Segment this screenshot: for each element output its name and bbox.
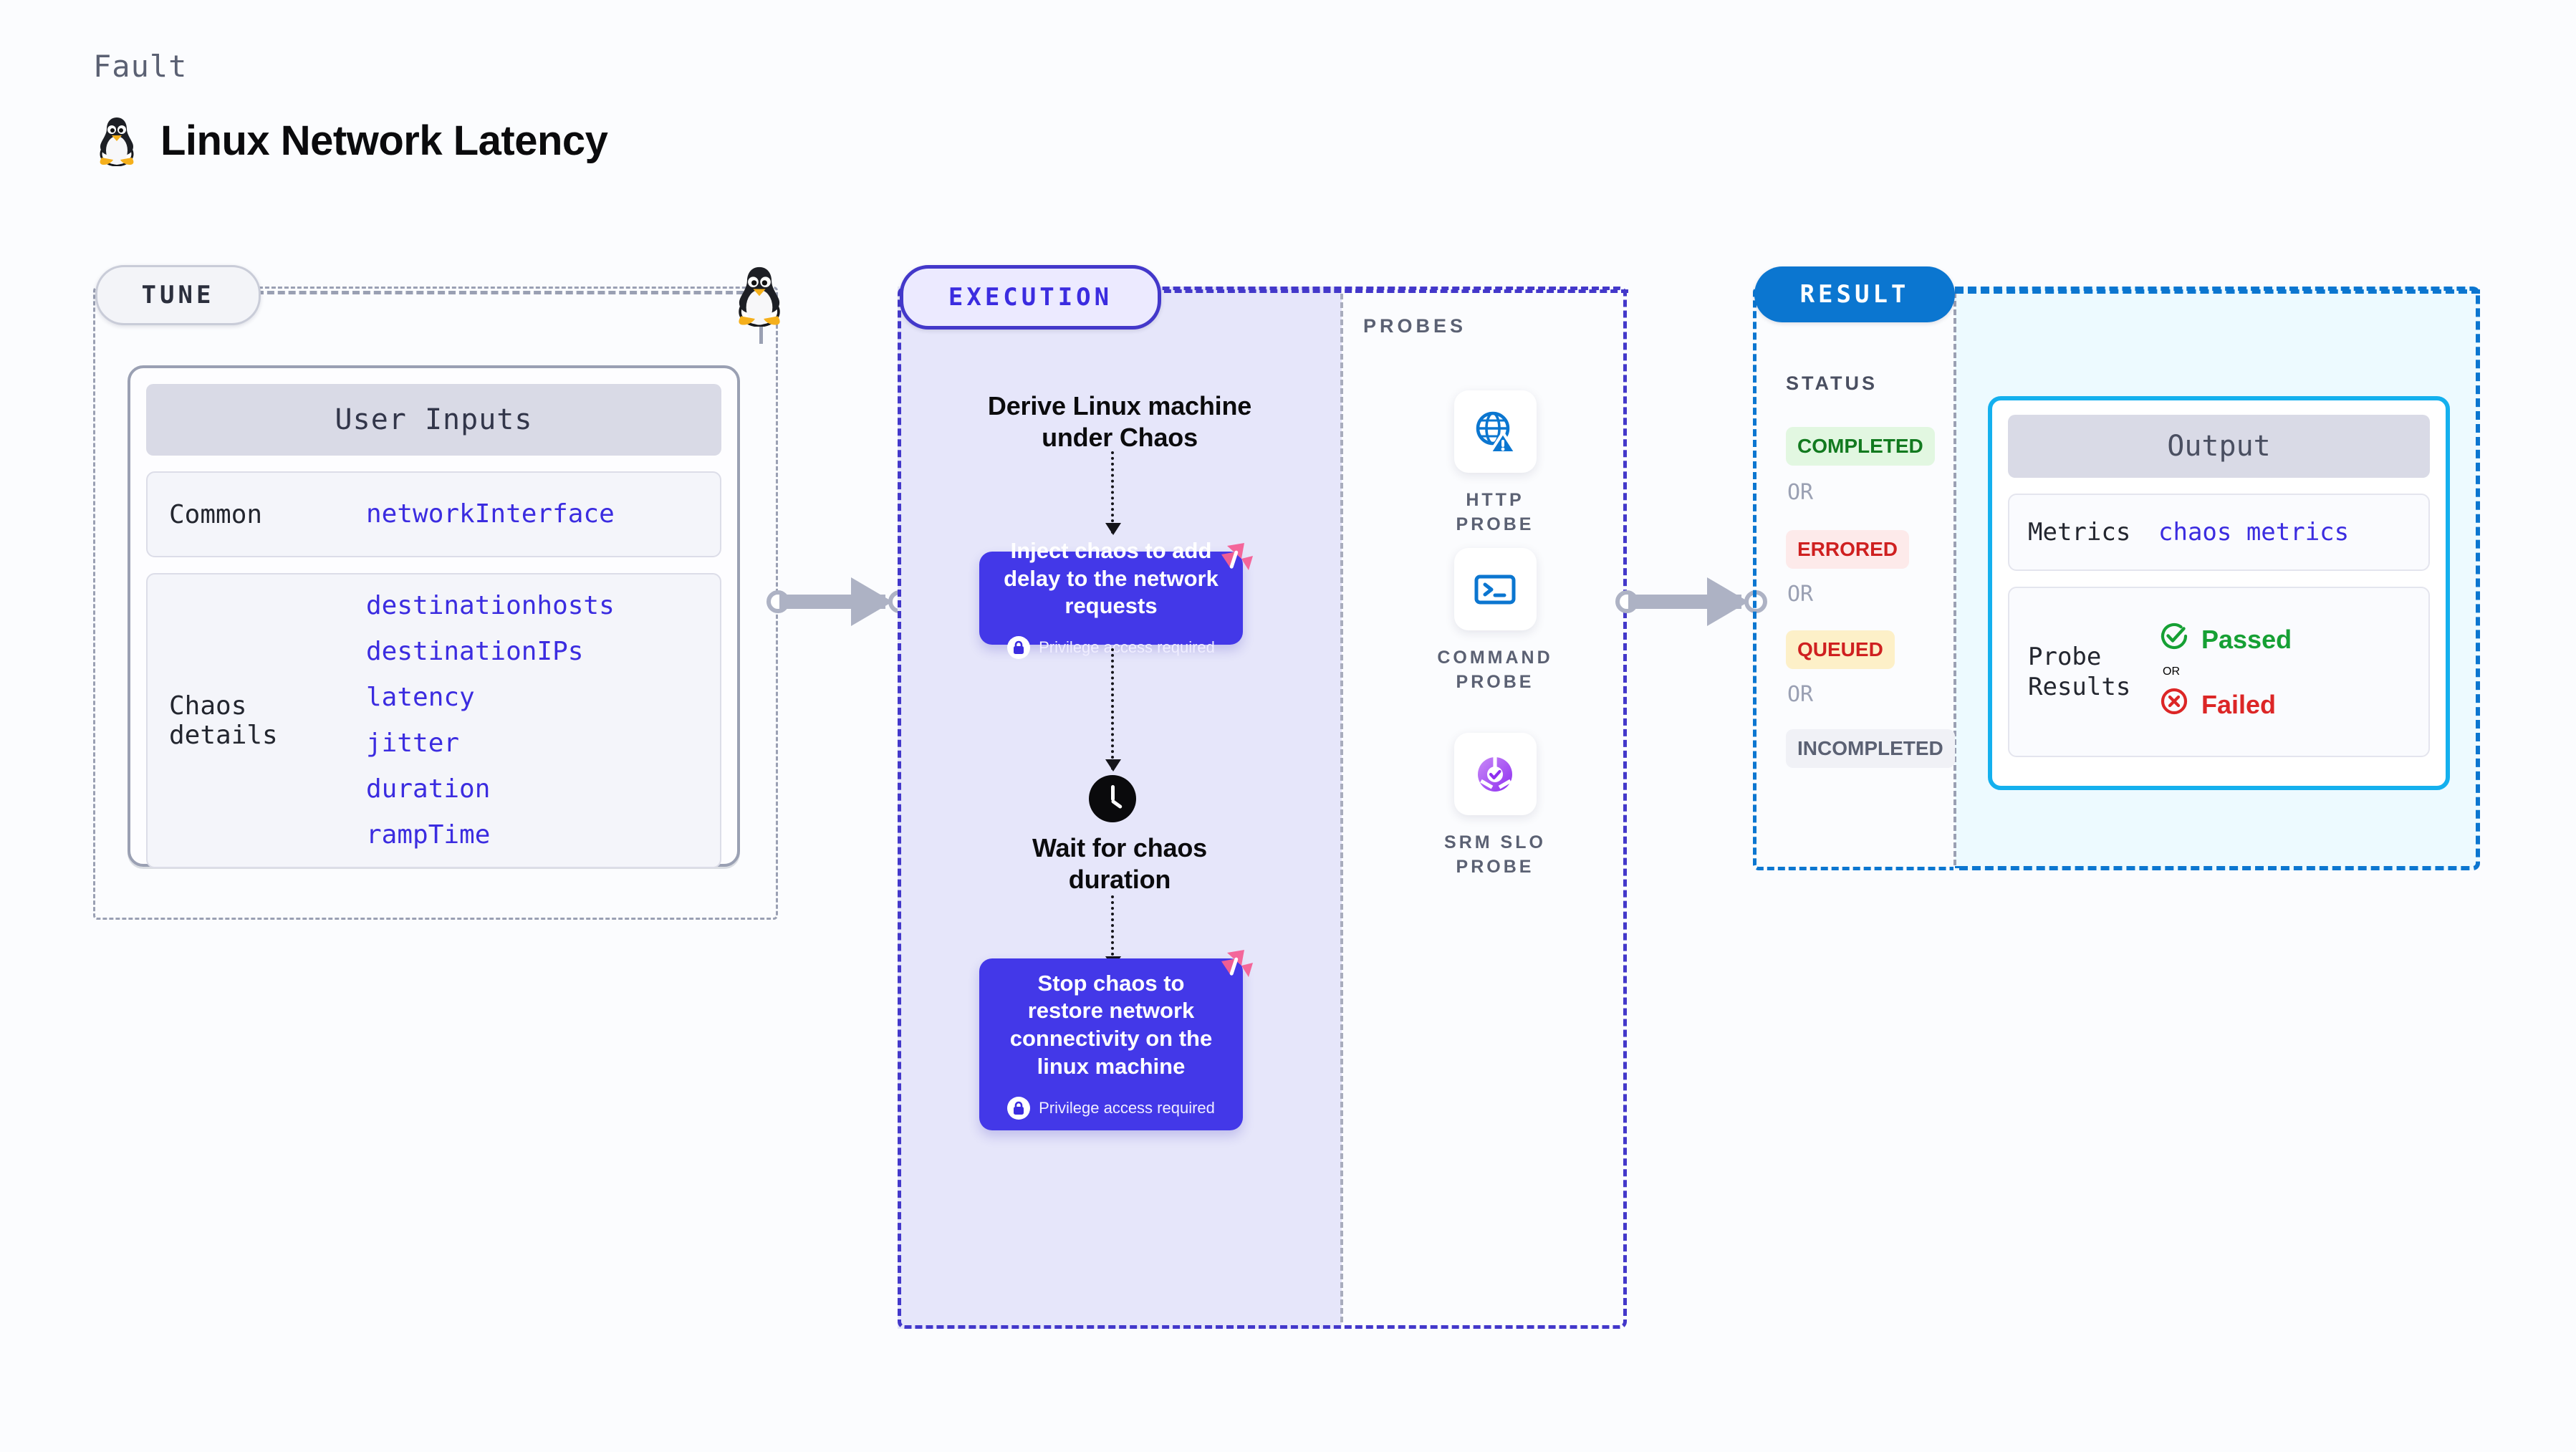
execution-probes-divider [1340, 294, 1343, 1322]
wait-for-chaos-title: Wait for chaos duration [1032, 833, 1207, 894]
output-row-metrics: Metrics chaos metrics [2008, 494, 2430, 571]
linux-penguin-icon [732, 264, 787, 330]
status-badge-completed: COMPLETED [1786, 427, 1935, 466]
output-card: Output Metrics chaos metrics Probe Resul… [1988, 396, 2450, 790]
status-badge-incompleted: INCOMPLETED [1786, 729, 1955, 768]
execution-arrow-2 [1105, 648, 1121, 771]
tune-badge[interactable]: TUNE [95, 265, 261, 325]
tune-param[interactable]: networkInterface [366, 499, 615, 529]
output-row-probe-results: Probe Results Passed OR [2008, 587, 2430, 757]
output-header: Output [2008, 415, 2430, 478]
output-row-key: Probe Results [2028, 642, 2131, 702]
srm-slo-donut-icon [1453, 733, 1537, 815]
status-badge-errored: ERRORED [1786, 530, 1910, 569]
probe-http[interactable]: HTTP PROBE [1438, 390, 1552, 537]
page-title-row: Linux Network Latency [95, 115, 608, 166]
stop-chaos-card[interactable]: Stop chaos to restore network connectivi… [979, 950, 1253, 1130]
tune-row-key: Chaos details [169, 691, 278, 750]
linux-penguin-icon [95, 115, 139, 166]
probe-label: COMMAND PROBE [1437, 648, 1553, 692]
status-or-3: OR [1787, 682, 1814, 707]
page-kicker: Fault [93, 49, 188, 84]
tune-row-key: Common [169, 499, 263, 529]
privilege-text: Privilege access required [1039, 638, 1215, 657]
tune-row-values: networkInterface [366, 501, 615, 527]
tune-row-common: Common networkInterface [146, 471, 721, 557]
status-label: STATUS [1786, 372, 1878, 394]
tune-param[interactable]: rampTime [366, 820, 491, 850]
execution-badge[interactable]: EXECUTION [900, 265, 1161, 330]
execution-step1-title: Derive Linux machine under Chaos [987, 391, 1252, 452]
connector-execution-to-result [1615, 573, 1767, 630]
connector-tune-to-execution [766, 573, 911, 630]
clock-icon [1089, 775, 1136, 822]
probes-label: PROBES [1363, 315, 1467, 337]
verdict-passed: Passed [2158, 620, 2292, 658]
stop-chaos-title: Stop chaos to restore network connectivi… [1009, 970, 1213, 1079]
execution-arrow-1 [1105, 451, 1121, 535]
globe-warning-icon [1453, 390, 1537, 473]
probe-label: SRM SLO PROBE [1444, 832, 1546, 877]
check-circle-icon [2158, 620, 2190, 658]
user-inputs-card: User Inputs Common networkInterface Chao… [128, 365, 740, 868]
tune-param[interactable]: destinationIPs [366, 637, 584, 666]
verdict-failed-label: Failed [2201, 689, 2277, 719]
privilege-text: Privilege access required [1039, 1098, 1215, 1117]
tune-param[interactable]: duration [366, 774, 491, 804]
result-badge[interactable]: RESULT [1754, 266, 1955, 322]
status-badge-queued: QUEUED [1786, 630, 1895, 669]
result-top-dash [1955, 289, 2480, 294]
lock-icon [1007, 636, 1031, 660]
result-status-divider [1953, 292, 1956, 865]
inject-chaos-card[interactable]: Inject chaos to add delay to the network… [979, 538, 1253, 660]
tune-row-chaos-details: Chaos details destinationhosts destinati… [146, 573, 721, 868]
output-row-key: Metrics [2028, 517, 2131, 547]
probe-label: HTTP PROBE [1456, 490, 1534, 534]
tune-param[interactable]: jitter [366, 729, 460, 758]
execution-zone [898, 287, 1627, 1329]
probe-verdicts: Passed OR Failed [2158, 620, 2292, 723]
privilege-note: Privilege access required [1007, 1096, 1215, 1120]
status-or-1: OR [1787, 480, 1814, 505]
execution-arrow-3 [1105, 895, 1121, 968]
user-inputs-header: User Inputs [146, 384, 721, 456]
tune-connector-line [256, 291, 744, 294]
tune-param[interactable]: latency [366, 683, 475, 712]
harness-logo-icon [1208, 533, 1260, 585]
probe-command[interactable]: COMMAND PROBE [1437, 548, 1553, 695]
verdict-or: OR [2163, 665, 2180, 678]
page-title: Linux Network Latency [160, 117, 608, 164]
harness-logo-icon [1208, 940, 1260, 991]
inject-chaos-title: Inject chaos to add delay to the network… [1004, 537, 1219, 619]
tune-row-values: destinationhosts destinationIPs latency … [366, 593, 615, 848]
x-circle-icon [2158, 686, 2190, 723]
verdict-passed-label: Passed [2201, 624, 2292, 654]
privilege-note: Privilege access required [1007, 636, 1215, 660]
verdict-failed: Failed [2158, 686, 2292, 723]
status-or-2: OR [1787, 582, 1814, 607]
terminal-icon [1453, 548, 1537, 630]
tune-param[interactable]: destinationhosts [366, 591, 615, 620]
lock-icon [1007, 1096, 1031, 1120]
execution-top-dash [1153, 289, 1628, 293]
tune-connector-stem [759, 324, 763, 344]
probe-srm-slo[interactable]: SRM SLO PROBE [1438, 733, 1552, 880]
chaos-metrics-link[interactable]: chaos metrics [2158, 518, 2350, 547]
